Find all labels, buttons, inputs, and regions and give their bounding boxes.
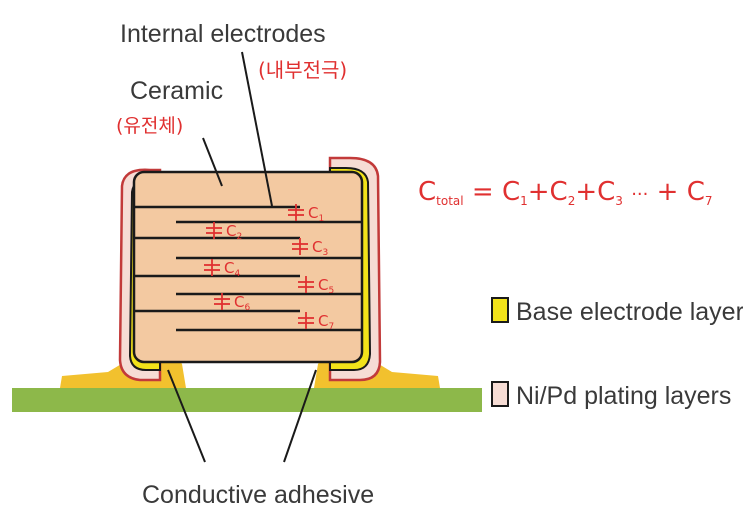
note-ceramic: (유전체) [116, 115, 183, 137]
capacitor-symbol [206, 222, 222, 239]
capacitor-label: C2 [226, 222, 242, 242]
internal-electrodes [134, 205, 362, 332]
leader-internal-electrodes [241, 51, 273, 207]
pcb-board [12, 388, 482, 412]
capacitor-label: C3 [312, 238, 328, 258]
label-internal-electrodes: Internal electrodes [120, 20, 326, 48]
capacitor-symbol [292, 238, 308, 255]
capacitor-label: C6 [234, 293, 250, 313]
legend-swatch-plating [491, 381, 509, 407]
label-conductive-adhesive: Conductive adhesive [142, 481, 374, 509]
capacitor-symbol [204, 259, 220, 276]
capacitor-label: C5 [318, 276, 334, 296]
legend: Base electrode layers Ni/Pd plating laye… [491, 297, 743, 410]
legend-swatch-base-electrode [491, 297, 509, 323]
leader-ceramic [202, 137, 223, 187]
legend-label-base-electrode: Base electrode layers [516, 298, 743, 326]
capacitor-symbol [298, 276, 314, 293]
legend-label-plating: Ni/Pd plating layers [516, 382, 731, 410]
capacitor-symbol [214, 293, 230, 310]
note-internal-electrodes: (내부전극) [258, 58, 347, 82]
capacitor-symbol [288, 204, 304, 221]
capacitor-label: C4 [224, 259, 240, 279]
capacitor-label: C7 [318, 312, 334, 332]
capacitor-annotations [204, 204, 314, 329]
label-ceramic: Ceramic [130, 77, 223, 105]
capacitor-symbol [298, 312, 314, 329]
capacitor-labels: C1 C2 C3 C4 C5 C6 C7 [224, 204, 334, 332]
leader-adhesive-left [167, 369, 206, 463]
total-capacitance-formula: Ctotal = C1+C2+C3 ··· + C7 [418, 177, 712, 208]
capacitor-label: C1 [308, 204, 324, 224]
leader-adhesive-right [283, 369, 317, 463]
ceramic-body [132, 170, 364, 364]
